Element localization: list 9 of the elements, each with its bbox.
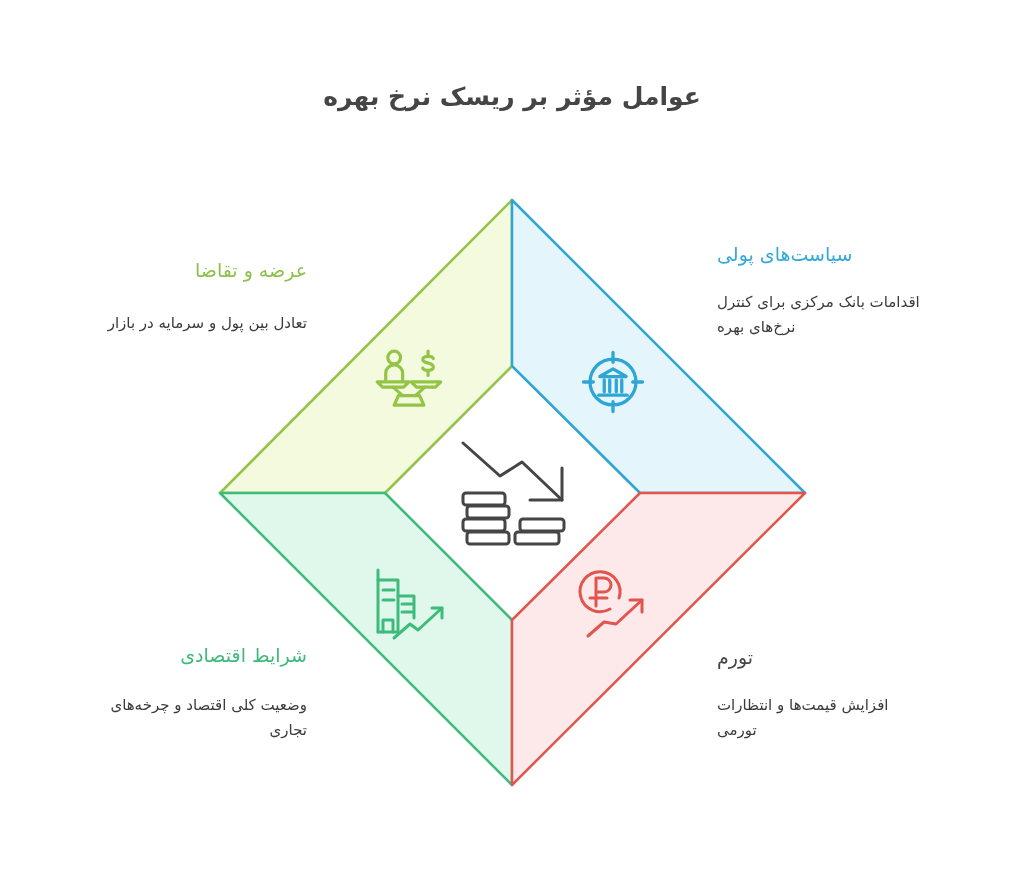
diagram-title: عوامل مؤثر بر ریسک نرخ بهره	[323, 82, 701, 111]
segment-heading: سیاست‌های پولی	[717, 242, 853, 267]
segment-description: اقدامات بانک مرکزی برای کنترل نرخ‌های بهره	[717, 292, 921, 338]
segment-description: تعادل بین پول و سرمایه در بازار	[107, 313, 307, 335]
segment-heading: عرضه و تقاضا	[195, 258, 307, 283]
segment-description: وضعیت کلی اقتصاد و چرخه‌های تجاری	[109, 695, 307, 741]
segment-description: افزایش قیمت‌ها و انتظارات تورمی	[717, 695, 890, 741]
segment-heading: شرایط اقتصادی	[180, 643, 307, 668]
segment-heading: تورم	[717, 645, 754, 670]
